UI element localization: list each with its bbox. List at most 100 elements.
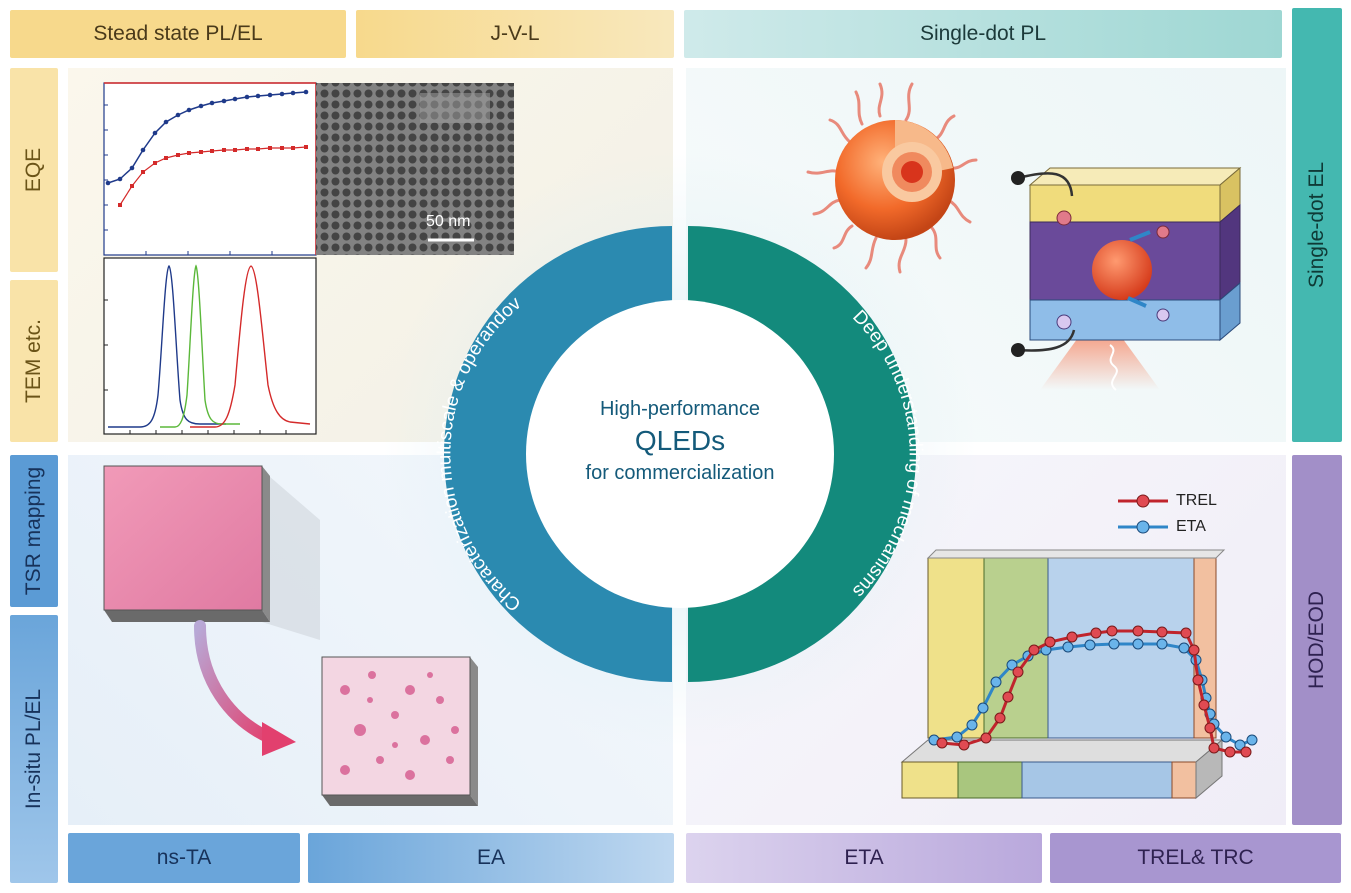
eqe-chart — [103, 82, 317, 256]
legend-eta-label: ETA — [1176, 518, 1206, 535]
panel-yellow — [927, 557, 985, 739]
trel-curve — [936, 625, 1252, 758]
label-jvl-text: J-V-L — [490, 22, 540, 45]
label-ea: EA — [308, 833, 674, 883]
tem-image-bright-area — [420, 93, 490, 123]
base-yellow — [901, 761, 959, 799]
pl-ticks — [104, 299, 287, 434]
single-dot-device — [1011, 166, 1242, 391]
transition-arrow — [194, 620, 276, 744]
legend-trel-marker — [1136, 494, 1150, 508]
tsr-hotspots — [340, 671, 459, 780]
hod-eod-device — [900, 549, 1226, 800]
bottom-layer-side — [1219, 281, 1241, 342]
top-electrode-knob — [1011, 171, 1025, 185]
eta-curve-point-10 — [1108, 638, 1120, 650]
charge-carrier-1 — [1056, 210, 1072, 226]
eta-curve-point-19 — [1220, 731, 1232, 743]
pl-green-peak — [160, 264, 240, 428]
ring-inner-disc — [526, 300, 834, 608]
pl-blue-peak — [108, 265, 226, 428]
label-insitu: In-situ PL/EL — [10, 615, 58, 883]
quantum-dot-illustration — [806, 82, 978, 274]
label-jvl: J-V-L — [356, 10, 674, 58]
eta-curve-point-21 — [1246, 734, 1258, 746]
trel-curve-point-17 — [1204, 722, 1216, 734]
charge-carrier-3 — [1056, 314, 1072, 330]
tile1-edge-bottom — [104, 610, 270, 622]
legend-markers — [1118, 494, 1168, 534]
trel-curve-point-1 — [958, 739, 970, 751]
label-single-dot-pl-text: Single-dot PL — [919, 22, 1047, 45]
legend-trel-label: TREL — [1176, 492, 1217, 509]
label-hod-eod: HOD/EOD — [1292, 455, 1342, 825]
bottom-electrode-knob — [1011, 343, 1025, 357]
center-line-2: QLEDs — [634, 425, 726, 456]
quantum-dot-core — [901, 161, 923, 183]
bottom-electrode-wire — [1017, 329, 1076, 352]
label-single-dot-pl: Single-dot PL — [684, 10, 1282, 58]
trel-curve-point-6 — [1028, 644, 1040, 656]
eta-curve-point-4 — [990, 676, 1002, 688]
trel-curve-point-3 — [994, 712, 1006, 724]
trel-curve-point-12 — [1156, 626, 1168, 638]
tile1-edge-right — [262, 466, 270, 622]
ligand-tails — [806, 82, 978, 274]
trel-curve-point-0 — [936, 737, 948, 749]
label-tsr: TSR mapping — [10, 455, 58, 607]
eta-curve-point-13 — [1178, 642, 1190, 654]
trel-curve-point-14 — [1188, 644, 1200, 656]
pl-chart-frame — [103, 257, 317, 435]
trel-curve-point-10 — [1106, 625, 1118, 637]
trel-curve-point-18 — [1208, 742, 1220, 754]
center-title-block: High-performance QLEDs for commercializa… — [540, 395, 820, 487]
label-eta-text: ETA — [844, 846, 884, 869]
base-blue — [1021, 761, 1173, 799]
transition-arrow-head — [262, 722, 296, 756]
tsr-mapping-illustration — [103, 465, 478, 806]
trel-curve-point-16 — [1198, 699, 1210, 711]
label-single-dot-el: Single-dot EL — [1292, 8, 1342, 442]
eta-curve-point-12 — [1156, 638, 1168, 650]
label-ns-ta: ns-TA — [68, 833, 300, 883]
trel-curve-point-4 — [1002, 691, 1014, 703]
tsr-tile-uniform — [103, 465, 263, 611]
charge-carrier-4 — [1156, 308, 1170, 322]
transfer-arrow-1 — [1129, 230, 1151, 242]
tem-image — [316, 83, 514, 255]
tile1-shadow — [262, 470, 320, 640]
center-line-3: for commercialization — [585, 462, 775, 484]
transfer-arrow-2 — [1127, 296, 1147, 308]
base-peach — [1171, 761, 1197, 799]
label-eqe: EQE — [10, 68, 58, 272]
trel-curve-point-20 — [1240, 746, 1252, 758]
legend-eta-marker — [1136, 520, 1150, 534]
charge-carrier-2 — [1156, 225, 1170, 239]
label-ea-text: EA — [476, 846, 505, 869]
trel-curve-point-15 — [1192, 674, 1204, 686]
label-eta: ETA — [686, 833, 1042, 883]
eta-curve-point-1 — [951, 731, 963, 743]
eta-curve-point-20 — [1234, 739, 1246, 751]
eta-curve-point-11 — [1132, 638, 1144, 650]
eta-curve-point-9 — [1084, 639, 1096, 651]
embedded-quantum-dot — [1092, 240, 1152, 300]
label-ns-ta-text: ns-TA — [156, 846, 212, 869]
eqe-ticks — [104, 104, 273, 255]
trel-curve-point-11 — [1132, 625, 1144, 637]
trel-curve-point-5 — [1012, 666, 1024, 678]
trel-curve-point-13 — [1180, 627, 1192, 639]
tile2-edge-right — [470, 657, 478, 806]
eqe-blue-points — [105, 89, 309, 186]
label-stead-state-text: Stead state PL/EL — [93, 22, 263, 45]
pl-spectra-chart — [103, 257, 317, 435]
eta-curve-point-3 — [977, 702, 989, 714]
emission-cone — [1040, 335, 1160, 390]
eta-curve-point-2 — [966, 719, 978, 731]
label-trel-trc: TREL& TRC — [1050, 833, 1341, 883]
top-electrode-wire — [1017, 172, 1074, 197]
trel-curve-point-2 — [980, 732, 992, 744]
tem-scale-label: 50 nm — [426, 213, 471, 230]
eqe-chart-frame — [103, 82, 317, 256]
panel-top-edge — [926, 549, 1226, 559]
